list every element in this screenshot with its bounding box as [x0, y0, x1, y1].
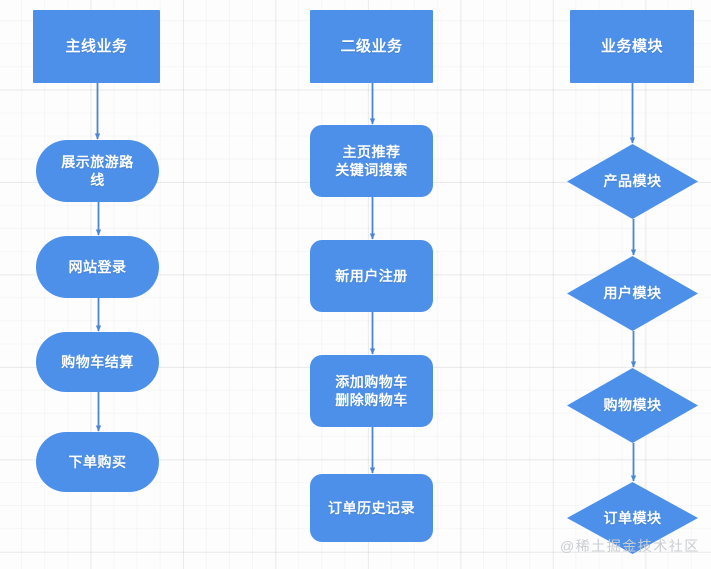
- node-label: 展示旅游路 线: [61, 153, 134, 188]
- node-label: 添加购物车 删除购物车: [335, 373, 408, 408]
- node-cart-checkout[interactable]: 购物车结算: [36, 332, 159, 392]
- node-home-recommend-keyword-search[interactable]: 主页推荐 关键词搜索: [310, 125, 433, 197]
- diamond-shape-icon: [567, 256, 698, 331]
- node-new-user-registration[interactable]: 新用户注册: [310, 240, 433, 312]
- node-label: 购物车结算: [61, 353, 134, 370]
- node-label: 主页推荐 关键词搜索: [335, 143, 408, 178]
- node-add-remove-cart[interactable]: 添加购物车 删除购物车: [310, 355, 433, 427]
- node-label: 主线业务: [65, 37, 128, 55]
- node-secondary-business-header[interactable]: 二级业务: [310, 10, 433, 83]
- node-main-line-business-header[interactable]: 主线业务: [33, 10, 160, 83]
- node-label: 下单购买: [68, 453, 127, 470]
- node-product-module[interactable]: 产品模块: [567, 144, 698, 219]
- node-show-tour-routes[interactable]: 展示旅游路 线: [36, 140, 159, 202]
- node-label: 网站登录: [68, 258, 127, 275]
- diamond-shape-icon: [567, 368, 698, 443]
- node-order-history[interactable]: 订单历史记录: [310, 474, 433, 542]
- node-place-order[interactable]: 下单购买: [36, 432, 159, 492]
- node-label: 二级业务: [340, 37, 403, 55]
- node-shopping-module[interactable]: 购物模块: [567, 368, 698, 443]
- node-label: 新用户注册: [335, 267, 408, 284]
- node-label: 订单历史记录: [328, 499, 415, 516]
- diamond-shape-icon: [567, 482, 698, 554]
- diamond-shape-icon: [567, 144, 698, 219]
- node-label: 业务模块: [600, 37, 663, 55]
- watermark: @稀土掘金技术社区: [560, 538, 700, 554]
- node-business-module-header[interactable]: 业务模块: [570, 10, 694, 83]
- node-user-module[interactable]: 用户模块: [567, 256, 698, 331]
- node-website-login[interactable]: 网站登录: [36, 236, 159, 298]
